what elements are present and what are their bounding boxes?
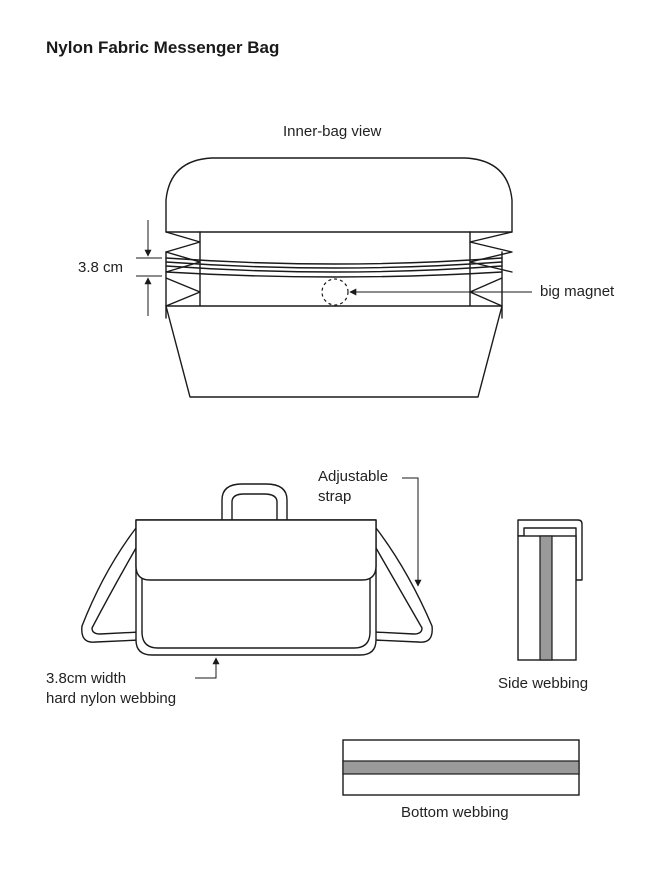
bottom-webbing-illustration — [342, 739, 580, 796]
side-webbing-strip — [539, 535, 553, 661]
webbing-label-line1: 3.8cm width — [46, 670, 127, 687]
magnet-icon — [321, 278, 349, 306]
strap-label-line2: strap — [318, 488, 352, 505]
side-webbing-label: Side webbing — [498, 675, 589, 692]
inner-bag-gussets — [165, 231, 513, 319]
bottom-webbing-label: Bottom webbing — [401, 804, 509, 821]
bottom-webbing-strip — [342, 760, 580, 775]
dimension-label: 3.8 cm — [78, 259, 124, 276]
inner-bag-flap — [165, 157, 513, 233]
webbing-label-line2: hard nylon webbing — [46, 690, 177, 707]
magnet-label: big magnet — [540, 283, 615, 300]
webbing-pointer — [195, 657, 220, 679]
inner-bag-body — [165, 305, 503, 398]
strap-label-line1: Adjustable — [318, 468, 389, 485]
front-bag-illustration — [81, 477, 433, 679]
side-strap-right — [373, 527, 433, 643]
side-webbing-illustration — [517, 519, 583, 661]
side-strap-left — [81, 527, 141, 643]
top-handle — [221, 483, 288, 521]
front-bag-flap — [135, 519, 377, 581]
inner-bag-view-label: Inner-bag view — [283, 123, 382, 140]
page-title: Nylon Fabric Messenger Bag — [46, 38, 280, 57]
dimension-marker — [136, 220, 162, 316]
inner-bag-illustration — [136, 157, 532, 398]
strap-pointer — [402, 477, 422, 587]
